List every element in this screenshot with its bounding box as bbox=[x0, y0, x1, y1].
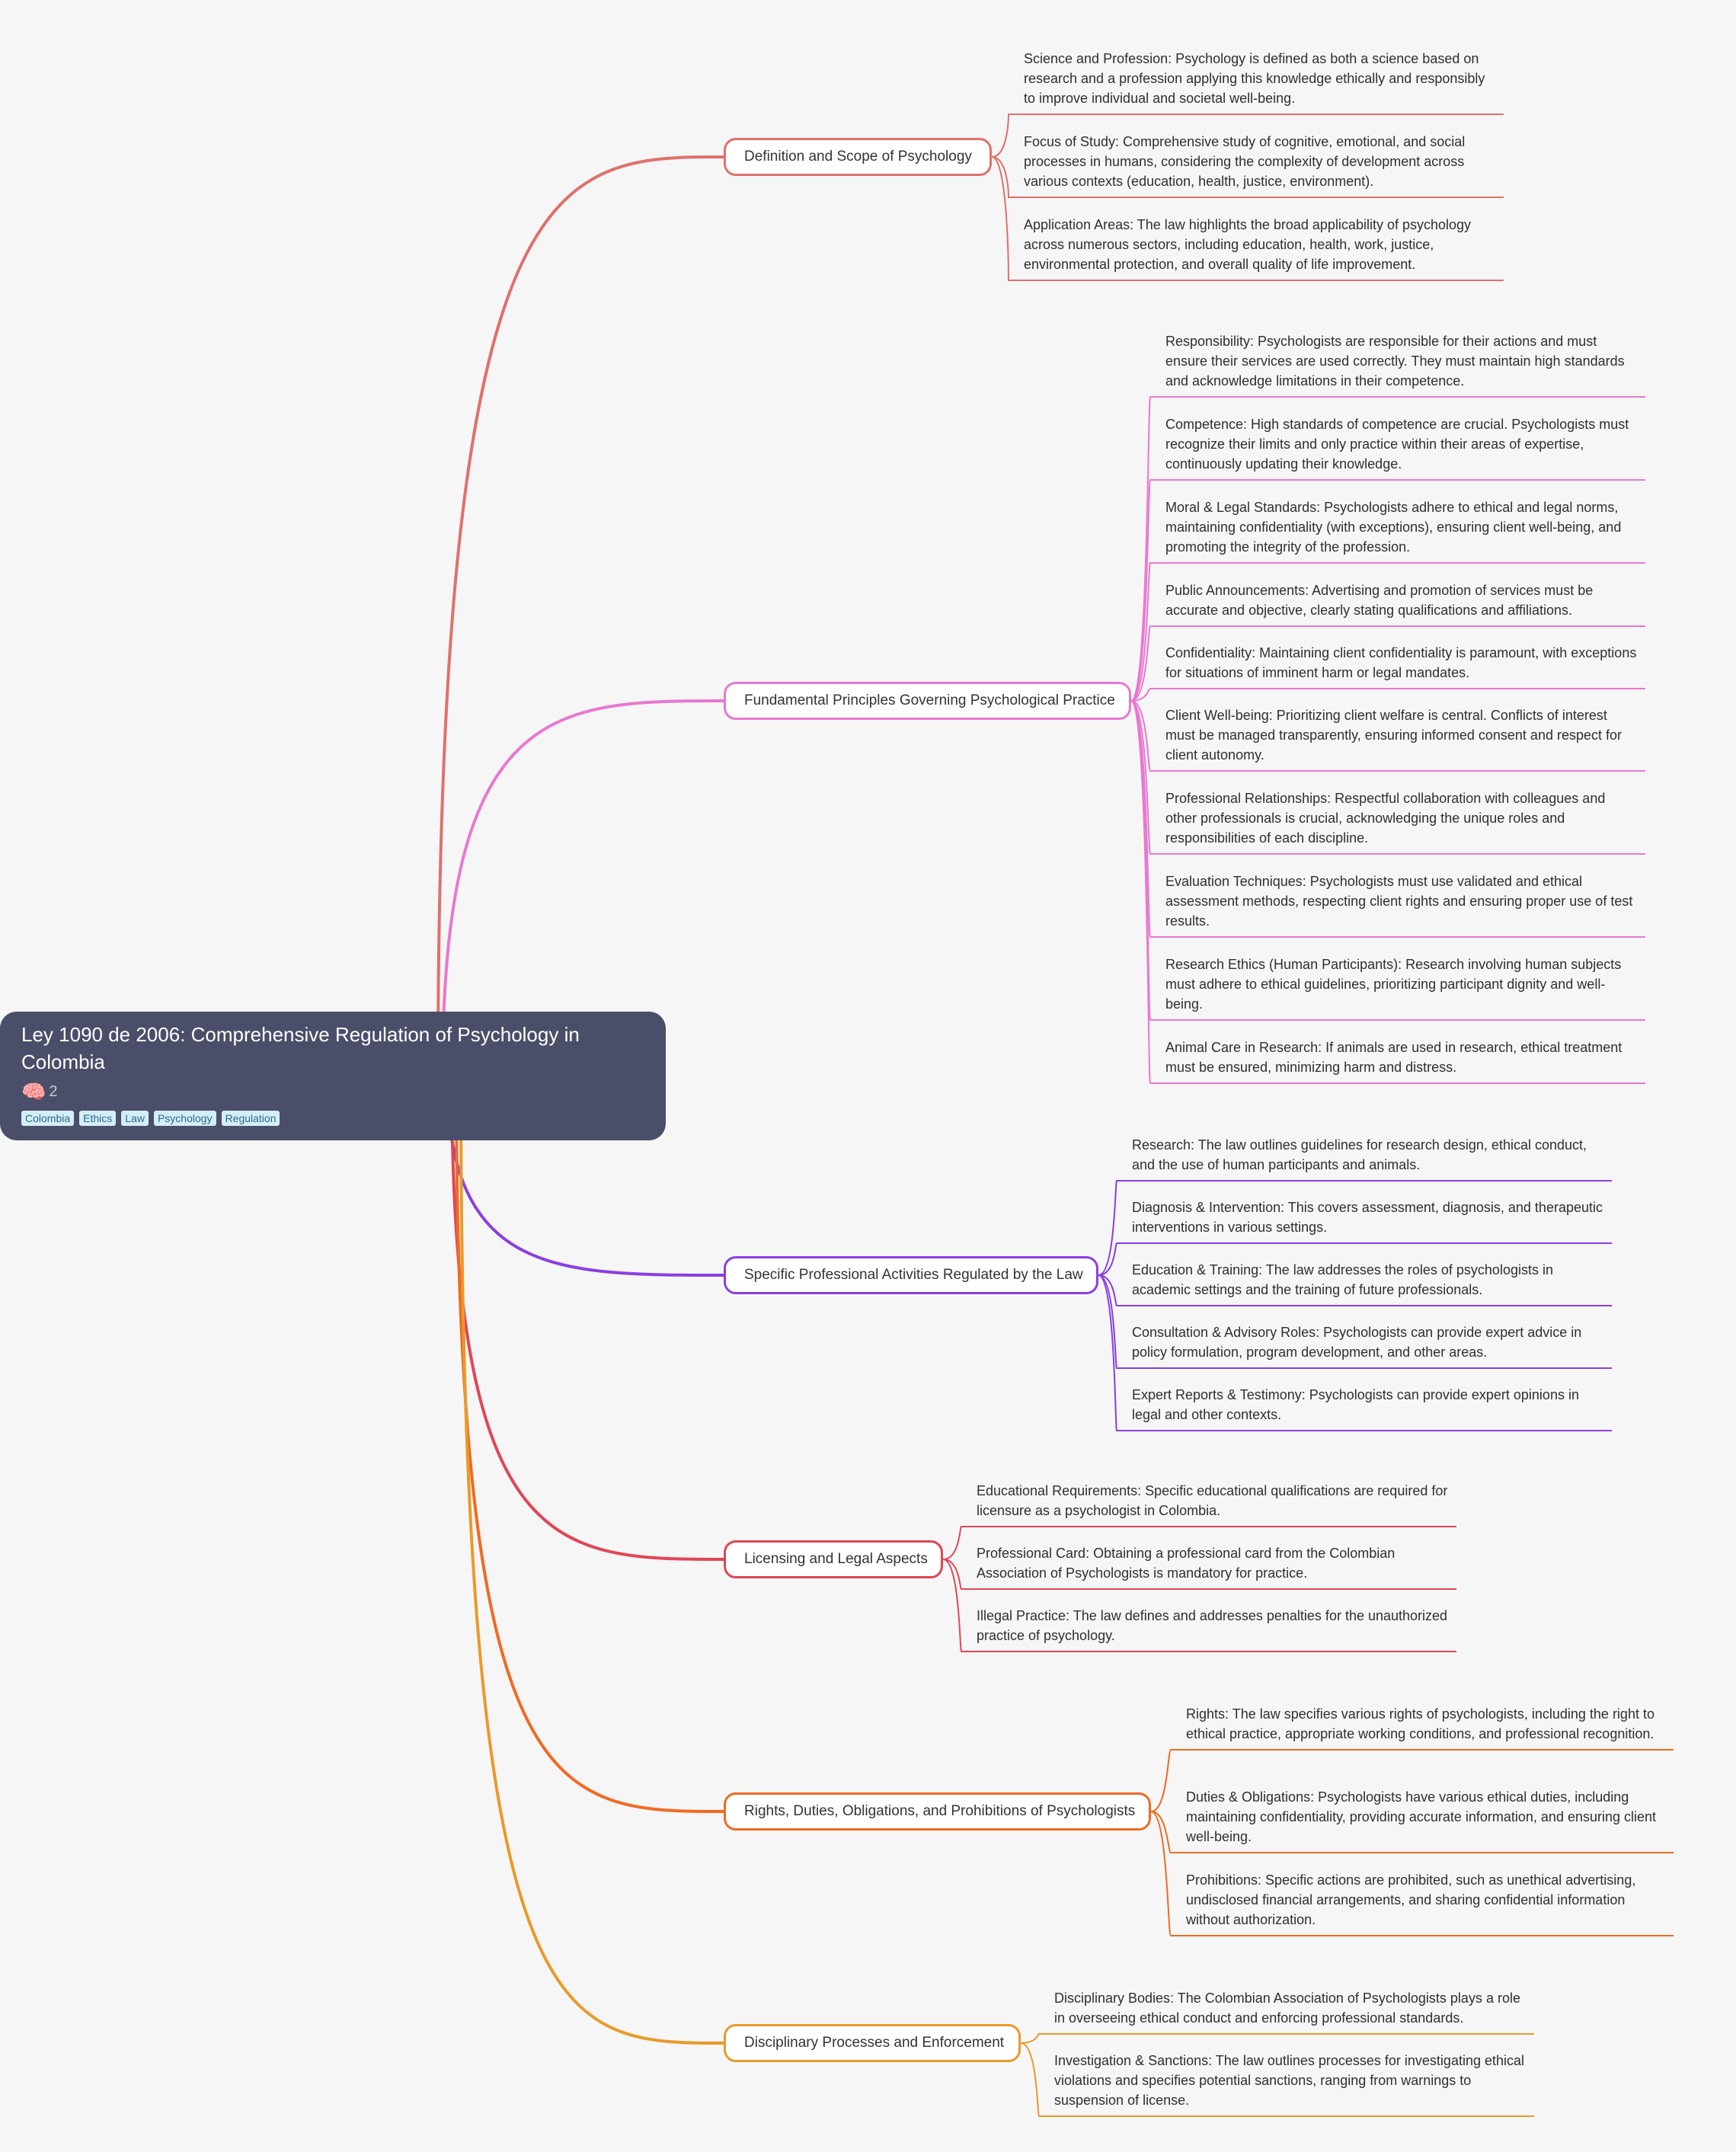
leaf-moral-legal-standards[interactable]: Moral & Legal Standards: Psychologists a… bbox=[1165, 500, 1622, 555]
connector-branch-1-leaf-1 bbox=[1130, 479, 1645, 702]
root-title: Ley 1090 de 2006: Comprehensive Regulati… bbox=[21, 1023, 580, 1073]
connector-branch-4-leaf-0 bbox=[1150, 1749, 1674, 1812]
connector-branch-3-leaf-2 bbox=[942, 1559, 1456, 1652]
connector-branch-5-leaf-0 bbox=[1020, 2033, 1534, 2044]
connector-branch-0-leaf-2 bbox=[991, 156, 1504, 281]
connector-branch-2-leaf-3 bbox=[1098, 1274, 1612, 1369]
connector-branch-1-leaf-4 bbox=[1130, 688, 1645, 702]
leaf-professional-card[interactable]: Professional Card: Obtaining a professio… bbox=[977, 1546, 1396, 1581]
tag-law[interactable]: Law bbox=[121, 1111, 149, 1126]
tag-list: Colombia Ethics Law Psychology Regulatio… bbox=[21, 1111, 644, 1126]
tag-ethics[interactable]: Ethics bbox=[79, 1111, 117, 1126]
connector-root-branch-5 bbox=[459, 1075, 724, 2045]
leaf-confidentiality[interactable]: Confidentiality: Maintaining client conf… bbox=[1165, 645, 1637, 680]
connector-branch-1-leaf-3 bbox=[1130, 625, 1645, 702]
connector-branch-3-leaf-1 bbox=[942, 1559, 1456, 1590]
leaf-disciplinary-bodies[interactable]: Disciplinary Bodies: The Colombian Assoc… bbox=[1054, 1991, 1520, 2026]
leaf-science-profession[interactable]: Science and Profession: Psychology is de… bbox=[1024, 51, 1485, 106]
root-count: 2 bbox=[49, 1083, 58, 1100]
connector-branch-5-leaf-1 bbox=[1020, 2042, 1534, 2117]
branch-rights-duties[interactable]: Rights, Duties, Obligations, and Prohibi… bbox=[724, 1792, 1151, 1831]
leaf-evaluation-techniques[interactable]: Evaluation Techniques: Psychologists mus… bbox=[1165, 874, 1633, 929]
leaf-research[interactable]: Research: The law outlines guidelines fo… bbox=[1132, 1137, 1587, 1172]
connector-branch-1-leaf-9 bbox=[1130, 700, 1645, 1084]
leaf-professional-relationships[interactable]: Professional Relationships: Respectful c… bbox=[1165, 791, 1606, 846]
connector-branch-2-leaf-2 bbox=[1098, 1274, 1612, 1306]
connector-branch-1-leaf-7 bbox=[1130, 700, 1645, 938]
leaf-focus-of-study[interactable]: Focus of Study: Comprehensive study of c… bbox=[1024, 134, 1466, 189]
connector-branch-4-leaf-2 bbox=[1150, 1811, 1674, 1936]
leaf-responsibility[interactable]: Responsibility: Psychologists are respon… bbox=[1165, 334, 1625, 389]
connector-branch-1-leaf-6 bbox=[1130, 700, 1645, 855]
connector-root-branch-0 bbox=[436, 155, 724, 1076]
branch-licensing-legal[interactable]: Licensing and Legal Aspects bbox=[724, 1540, 943, 1578]
branch-definition-scope[interactable]: Definition and Scope of Psychology bbox=[724, 138, 992, 176]
connector-branch-2-leaf-0 bbox=[1098, 1180, 1612, 1276]
tag-colombia[interactable]: Colombia bbox=[21, 1111, 75, 1126]
branch-fundamental-principles[interactable]: Fundamental Principles Governing Psychol… bbox=[724, 682, 1131, 720]
leaf-animal-care[interactable]: Animal Care in Research: If animals are … bbox=[1165, 1040, 1623, 1075]
leaf-competence[interactable]: Competence: High standards of competence… bbox=[1165, 417, 1629, 472]
leaf-diagnosis-intervention[interactable]: Diagnosis & Intervention: This covers as… bbox=[1132, 1200, 1603, 1235]
branch-professional-activities[interactable]: Specific Professional Activities Regulat… bbox=[724, 1256, 1098, 1294]
connector-branch-0-leaf-0 bbox=[991, 114, 1504, 158]
leaf-expert-reports[interactable]: Expert Reports & Testimony: Psychologist… bbox=[1132, 1387, 1579, 1422]
leaf-public-announcements[interactable]: Public Announcements: Advertising and pr… bbox=[1165, 583, 1594, 618]
leaf-application-areas[interactable]: Application Areas: The law highlights th… bbox=[1024, 217, 1472, 272]
connector-branch-1-leaf-2 bbox=[1130, 562, 1645, 702]
branch-disciplinary[interactable]: Disciplinary Processes and Enforcement bbox=[724, 2024, 1021, 2062]
root-topic[interactable]: Ley 1090 de 2006: Comprehensive Regulati… bbox=[0, 1012, 666, 1140]
leaf-client-well-being[interactable]: Client Well-being: Prioritizing client w… bbox=[1165, 708, 1623, 763]
leaf-educational-requirements[interactable]: Educational Requirements: Specific educa… bbox=[977, 1483, 1448, 1518]
leaf-consultation-advisory[interactable]: Consultation & Advisory Roles: Psycholog… bbox=[1132, 1325, 1582, 1360]
leaf-duties-obligations[interactable]: Duties & Obligations: Psychologists have… bbox=[1186, 1789, 1657, 1844]
brain-icon: 🧠 bbox=[21, 1080, 46, 1103]
tag-regulation[interactable]: Regulation bbox=[221, 1111, 280, 1126]
tag-psychology[interactable]: Psychology bbox=[153, 1111, 216, 1126]
connector-root-branch-3 bbox=[450, 1075, 724, 1561]
connector-branch-2-leaf-1 bbox=[1098, 1242, 1612, 1276]
connector-branch-3-leaf-0 bbox=[942, 1526, 1456, 1560]
connector-branch-1-leaf-5 bbox=[1130, 700, 1645, 772]
leaf-research-ethics[interactable]: Research Ethics (Human Participants): Re… bbox=[1165, 957, 1622, 1012]
connector-branch-2-leaf-4 bbox=[1098, 1274, 1612, 1431]
connector-branch-4-leaf-1 bbox=[1150, 1811, 1674, 1853]
leaf-education-training[interactable]: Education & Training: The law addresses … bbox=[1132, 1262, 1553, 1297]
connector-root-branch-4 bbox=[455, 1075, 724, 1813]
connector-branch-0-leaf-1 bbox=[991, 156, 1504, 198]
connector-branch-1-leaf-0 bbox=[1130, 396, 1645, 702]
leaf-prohibitions[interactable]: Prohibitions: Specific actions are prohi… bbox=[1186, 1872, 1636, 1927]
leaf-illegal-practice[interactable]: Illegal Practice: The law defines and ad… bbox=[977, 1608, 1448, 1643]
leaf-investigation-sanctions[interactable]: Investigation & Sanctions: The law outli… bbox=[1054, 2053, 1525, 2108]
connector-root-branch-1 bbox=[441, 699, 724, 1076]
leaf-rights[interactable]: Rights: The law specifies various rights… bbox=[1186, 1706, 1654, 1741]
root-icon-row: 🧠 2 bbox=[21, 1080, 644, 1103]
